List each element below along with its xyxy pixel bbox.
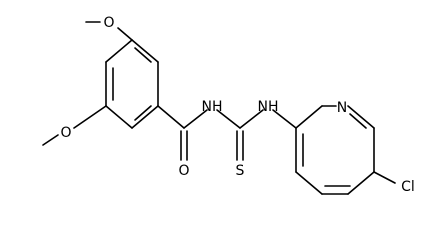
methoxy-top-oxygen-label: O bbox=[103, 15, 114, 31]
carbonyl-oxygen-label: O bbox=[178, 163, 189, 179]
chlorine-label: Cl bbox=[401, 179, 415, 195]
bond-lines bbox=[42, 21, 396, 195]
amide-nh-label: NH bbox=[202, 99, 223, 115]
atom-labels: O O O NH NH S N Cl bbox=[60, 15, 414, 195]
thioamide-nh-label: NH bbox=[258, 99, 279, 115]
methoxy-bottom-oxygen-label: O bbox=[60, 125, 71, 141]
thione-sulfur-label: S bbox=[236, 163, 245, 179]
pyridine-nitrogen-label: N bbox=[337, 100, 347, 116]
chemical-structure-diagram: O O O NH NH S N Cl bbox=[42, 15, 415, 195]
